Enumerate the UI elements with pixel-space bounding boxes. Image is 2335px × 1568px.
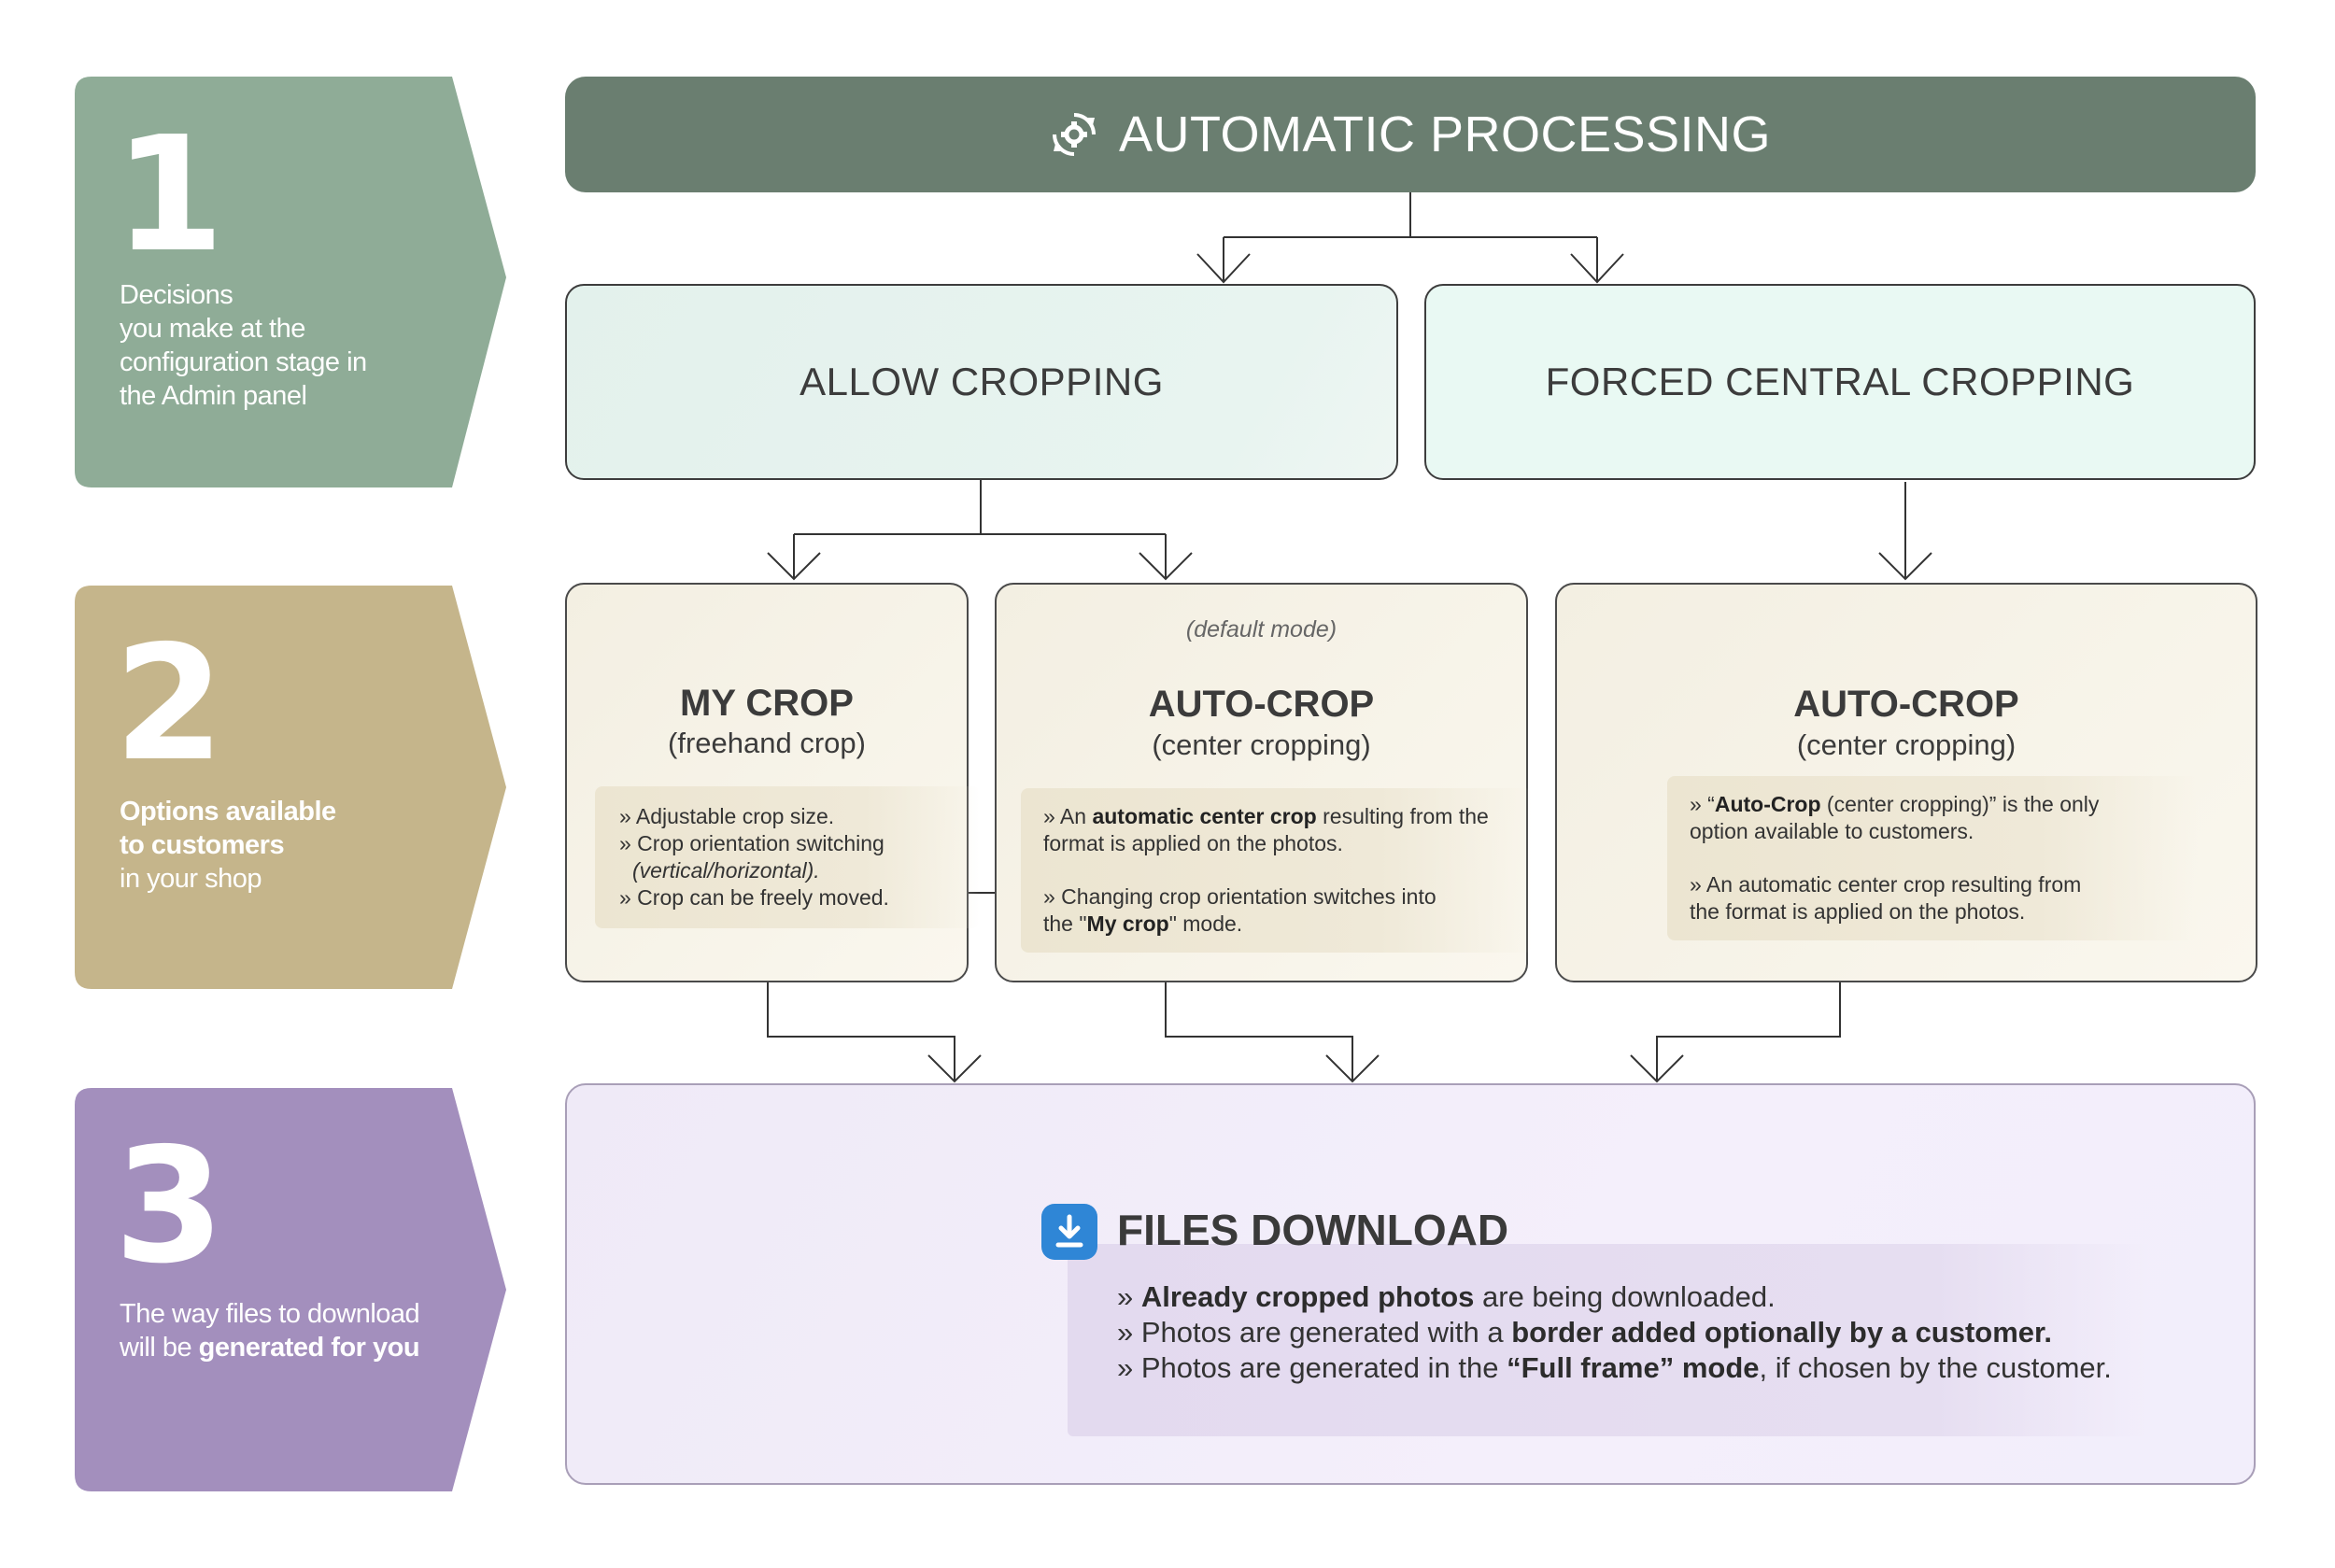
my-crop-box: MY CROP (freehand crop) » Adjustable cro… — [565, 583, 980, 982]
download-text: » Photos are generated with a — [1117, 1316, 1512, 1349]
download-bold-text: border added optionally by a customer. — [1511, 1316, 2053, 1349]
mode-label: FORCED CENTRAL CROPPING — [1545, 360, 2135, 403]
allow-cropping-box: ALLOW CROPPING — [565, 284, 1398, 480]
note-text: the " — [1043, 911, 1087, 936]
desc-line: configuration stage in — [120, 347, 367, 377]
step-number: 1 — [114, 103, 225, 288]
desc-line: in your shop — [120, 864, 262, 894]
note-line: the "My crop" mode. — [1043, 911, 1510, 938]
download-text: are being downloaded. — [1474, 1280, 1776, 1313]
option-title: MY CROP — [680, 683, 854, 724]
download-title: FILES DOWNLOAD — [1117, 1206, 1509, 1254]
gear-cycle-icon — [1052, 113, 1096, 156]
download-line: » Photos are generated in the “Full fram… — [1117, 1350, 2112, 1386]
option-title: AUTO-CROP — [1148, 684, 1375, 725]
download-text: , if chosen by the customer. — [1759, 1351, 2112, 1384]
desc-line: to customers — [120, 830, 285, 860]
desc-line: will be generated for you — [120, 1331, 420, 1364]
note-text: » An — [1043, 804, 1093, 828]
default-mode-tag: (default mode) — [1185, 616, 1337, 643]
note-line: the format is applied on the photos. — [1690, 899, 2026, 924]
auto-crop-default-box: (default mode) AUTO-CROP (center croppin… — [995, 583, 1533, 982]
note-line: » “Auto-Crop (center cropping)” is the o… — [1690, 791, 2175, 818]
option-notes: » An automatic center crop resulting fro… — [1021, 788, 1533, 953]
note-line: option available to customers. — [1690, 819, 1974, 843]
desc-line: Options available — [120, 797, 336, 826]
download-bold-text: “Full frame” mode — [1507, 1351, 1760, 1384]
download-icon — [1041, 1204, 1097, 1260]
desc-line: the Admin panel — [120, 381, 307, 411]
note-spacer — [1690, 845, 2175, 871]
option-title: AUTO-CROP — [1793, 684, 2019, 725]
note-bold-text: Auto-Crop — [1714, 792, 1821, 816]
step-arrow-shape — [75, 586, 506, 989]
option-subtitle: (center cropping) — [1152, 728, 1371, 761]
desc-line: The way files to download — [120, 1299, 420, 1329]
forced-central-cropping-box: FORCED CENTRAL CROPPING — [1424, 284, 2256, 480]
option-subtitle: (freehand crop) — [668, 727, 866, 759]
step-3-arrow: 3 The way files to download will be gene… — [75, 1088, 509, 1491]
auto-crop-forced-box: AUTO-CROP (center cropping) » “Auto-Crop… — [1555, 583, 2257, 982]
note-line: » Adjustable crop size. — [619, 804, 835, 828]
note-bold-text: automatic center crop — [1092, 804, 1317, 828]
step-number: 3 — [114, 1114, 225, 1299]
note-line: » Crop orientation switching — [619, 831, 884, 855]
note-text: (center cropping)” is the only — [1820, 792, 2100, 816]
step-description: Options available to customers in your s… — [120, 795, 336, 896]
note-line: » An automatic center crop resulting fro… — [1690, 872, 2082, 897]
note-spacer — [1043, 857, 1510, 883]
option-notes: » Adjustable crop size. » Crop orientati… — [595, 786, 980, 928]
download-notes: » Already cropped photos are being downl… — [1117, 1279, 2112, 1386]
download-highlight-band — [1068, 1244, 2151, 1436]
automatic-processing-header: AUTOMATIC PROCESSING — [565, 77, 2256, 192]
download-text: » — [1117, 1280, 1141, 1313]
desc-line: Decisions — [120, 280, 234, 310]
desc-bold-text: generated for you — [198, 1333, 420, 1363]
option-subtitle: (center cropping) — [1796, 728, 2017, 761]
note-line: » Crop can be freely moved. — [619, 885, 889, 910]
step-arrow-shape — [75, 77, 506, 487]
download-line: » Photos are generated with a border add… — [1117, 1315, 2112, 1350]
download-line: » Already cropped photos are being downl… — [1117, 1279, 2112, 1315]
mode-label: ALLOW CROPPING — [800, 360, 1164, 403]
step-2-arrow: 2 Options available to customers in your… — [75, 586, 509, 989]
option-notes: » “Auto-Crop (center cropping)” is the o… — [1667, 776, 2198, 940]
step-description: Decisions you make at the configuration … — [120, 278, 367, 413]
note-text: " mode. — [1168, 911, 1243, 936]
step-arrow-shape — [75, 1088, 506, 1491]
step-number: 2 — [114, 612, 225, 797]
step-1-arrow: 1 Decisions you make at the configuratio… — [75, 77, 509, 487]
note-line: » Changing crop orientation switches int… — [1043, 884, 1436, 909]
note-line: (vertical/horizontal). — [632, 858, 820, 883]
note-text: resulting from the — [1316, 804, 1489, 828]
download-bold-text: Already cropped photos — [1140, 1280, 1475, 1313]
note-line: format is applied on the photos. — [1043, 831, 1343, 855]
header-title: AUTOMATIC PROCESSING — [1118, 106, 1772, 162]
note-text: » “ — [1690, 792, 1715, 816]
desc-line: you make at the — [120, 314, 305, 344]
download-text: » Photos are generated in the — [1117, 1351, 1507, 1384]
step-description: The way files to download will be genera… — [120, 1297, 420, 1364]
note-line: » An automatic center crop resulting fro… — [1043, 803, 1510, 830]
desc-text: will be — [120, 1333, 199, 1363]
note-bold-text: My crop — [1086, 911, 1169, 936]
